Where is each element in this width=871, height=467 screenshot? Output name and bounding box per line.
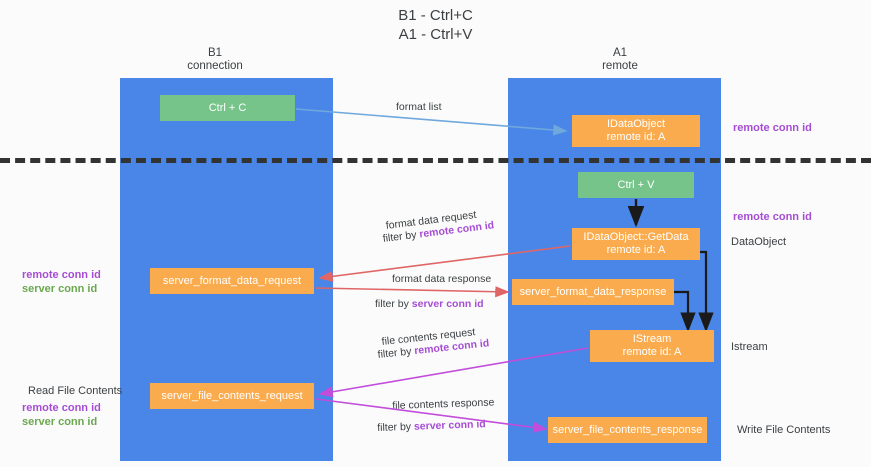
annotation-left-conn-ids-bottom: remote conn id server conn id [22, 402, 101, 429]
annotation-left-conn-ids-mid: remote conn id server conn id [22, 269, 101, 296]
node-idataobject-getdata[interactable]: IDataObject::GetData remote id: A [572, 228, 700, 260]
annotation-read-file-contents: Read File Contents [28, 385, 123, 397]
node-server-file-contents-request[interactable]: server_file_contents_request [150, 383, 314, 409]
edge-label-file-contents-response: file contents response [392, 396, 495, 412]
node-server-format-data-request[interactable]: server_format_data_request [150, 268, 314, 294]
annotation-server-conn-id: server conn id [22, 415, 98, 428]
swimlane-header-b1: B1 connection [187, 47, 243, 72]
filter-prefix: filter by [375, 298, 412, 310]
annotation-server-conn-id: server conn id [22, 282, 98, 295]
swimlane-header-a1: A1 remote [602, 47, 638, 72]
edge-label-file-contents-response-filter: filter by server conn id [377, 417, 486, 435]
filter-prefix: filter by [382, 228, 421, 245]
phase-divider [0, 158, 871, 163]
node-ctrl-c[interactable]: Ctrl + C [160, 95, 295, 121]
annotation-remote-conn-id: remote conn id [22, 402, 101, 414]
filter-prefix: filter by [377, 345, 415, 361]
filter-prefix: filter by [377, 420, 415, 434]
node-istream[interactable]: IStream remote id: A [590, 330, 714, 362]
filter-key-server-conn-id: server conn id [413, 418, 486, 433]
annotation-write-file-contents: Write File Contents [737, 424, 831, 436]
node-idataobject[interactable]: IDataObject remote id: A [572, 115, 700, 147]
node-server-format-data-response[interactable]: server_format_data_response [512, 279, 674, 305]
annotation-remote-conn-id-top: remote conn id [733, 122, 812, 134]
annotation-dataobject: DataObject [731, 236, 787, 248]
filter-key-server-conn-id: server conn id [411, 298, 484, 310]
diagram-title: B1 - Ctrl+C A1 - Ctrl+V [398, 7, 473, 43]
annotation-remote-conn-id-mid: remote conn id [733, 211, 812, 223]
annotation-istream: Istream [731, 341, 768, 353]
edge-label-format-data-response: format data response [392, 273, 492, 285]
edge-format-data-response [315, 286, 510, 298]
edge-label-format-data-response-filter: filter by server conn id [375, 297, 484, 311]
node-ctrl-v[interactable]: Ctrl + V [578, 172, 694, 198]
annotation-remote-conn-id: remote conn id [22, 269, 101, 281]
node-server-file-contents-response[interactable]: server_file_contents_response [548, 417, 707, 443]
edge-label-format-list: format list [396, 101, 442, 113]
